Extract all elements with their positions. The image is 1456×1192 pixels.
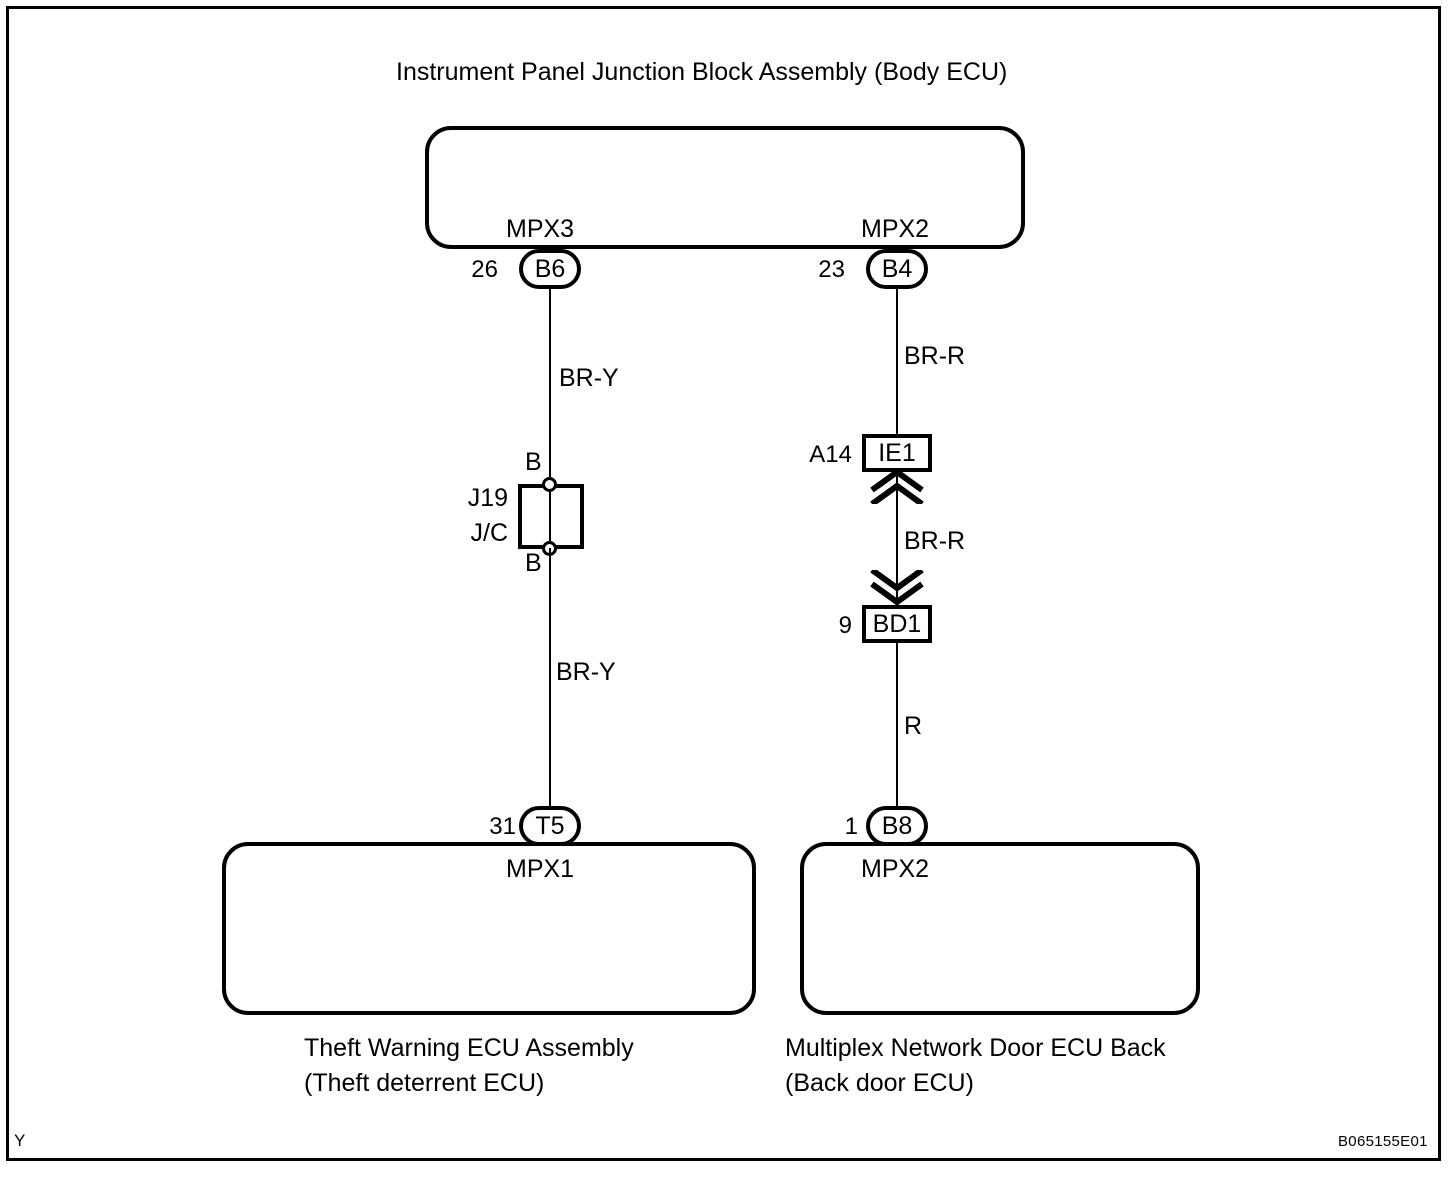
junction-type-label: J/C <box>470 519 509 547</box>
wire-label-left-lower: BR-Y <box>556 658 616 686</box>
junction-terminal-bottom-label: B <box>525 549 542 577</box>
top-port-label-mpx2: MPX2 <box>861 215 930 243</box>
diagram-frame <box>6 6 1441 1161</box>
wire-label-right-lower: R <box>904 712 923 740</box>
pin-number-9: 9 <box>838 612 852 639</box>
connector-b8[interactable]: B8 <box>866 806 928 846</box>
connector-b6[interactable]: B6 <box>519 249 581 289</box>
connector-t5-label: T5 <box>535 811 565 840</box>
junction-terminal-top-label: B <box>525 448 542 476</box>
connector-b6-label: B6 <box>534 254 566 283</box>
connector-t5[interactable]: T5 <box>519 806 581 846</box>
junction-id-label: J19 <box>467 484 508 512</box>
connector-ie1-label: IE1 <box>878 438 916 467</box>
wire-right-upper <box>896 288 898 434</box>
pin-number-31: 31 <box>489 813 516 840</box>
connector-b8-label: B8 <box>881 811 913 840</box>
chevron-down-icon <box>868 567 926 611</box>
pin-number-26: 26 <box>471 256 498 283</box>
wire-right-lower <box>896 642 898 813</box>
bottom-left-port-label: MPX1 <box>506 855 575 883</box>
top-port-label-mpx3: MPX3 <box>506 215 575 243</box>
top-ecu-box <box>425 126 1025 249</box>
bottom-right-port-label: MPX2 <box>861 855 930 883</box>
pin-number-23: 23 <box>818 256 845 283</box>
wire-left-upper <box>549 288 551 486</box>
pin-number-1: 1 <box>844 813 858 840</box>
reference-code: B065155E01 <box>1338 1133 1428 1150</box>
pin-number-a14: A14 <box>809 441 852 468</box>
bottom-right-caption-line1: Multiplex Network Door ECU Back <box>785 1034 1166 1062</box>
page-title: Instrument Panel Junction Block Assembly… <box>396 58 1008 86</box>
junction-terminal-top[interactable] <box>542 477 557 492</box>
connector-ie1[interactable]: IE1 <box>862 434 932 472</box>
corner-mark-y: Y <box>14 1131 26 1150</box>
wire-label-right-middle: BR-R <box>904 527 966 555</box>
wire-left-lower <box>549 548 551 813</box>
junction-connector-j19 <box>518 484 584 549</box>
wire-label-right-upper: BR-R <box>904 342 966 370</box>
connector-b4-label: B4 <box>881 254 913 283</box>
bottom-left-caption-line2: (Theft deterrent ECU) <box>304 1069 545 1097</box>
wire-label-left-upper: BR-Y <box>559 364 619 392</box>
connector-b4[interactable]: B4 <box>866 249 928 289</box>
bottom-left-caption-line1: Theft Warning ECU Assembly <box>304 1034 634 1062</box>
bottom-right-caption-line2: (Back door ECU) <box>785 1069 974 1097</box>
wire-through-junction <box>549 484 551 549</box>
bottom-left-ecu-box <box>222 842 756 1015</box>
connector-bd1[interactable]: BD1 <box>862 605 932 643</box>
bottom-right-ecu-box <box>800 842 1200 1015</box>
connector-bd1-label: BD1 <box>872 609 922 638</box>
wire-right-middle <box>896 472 898 612</box>
